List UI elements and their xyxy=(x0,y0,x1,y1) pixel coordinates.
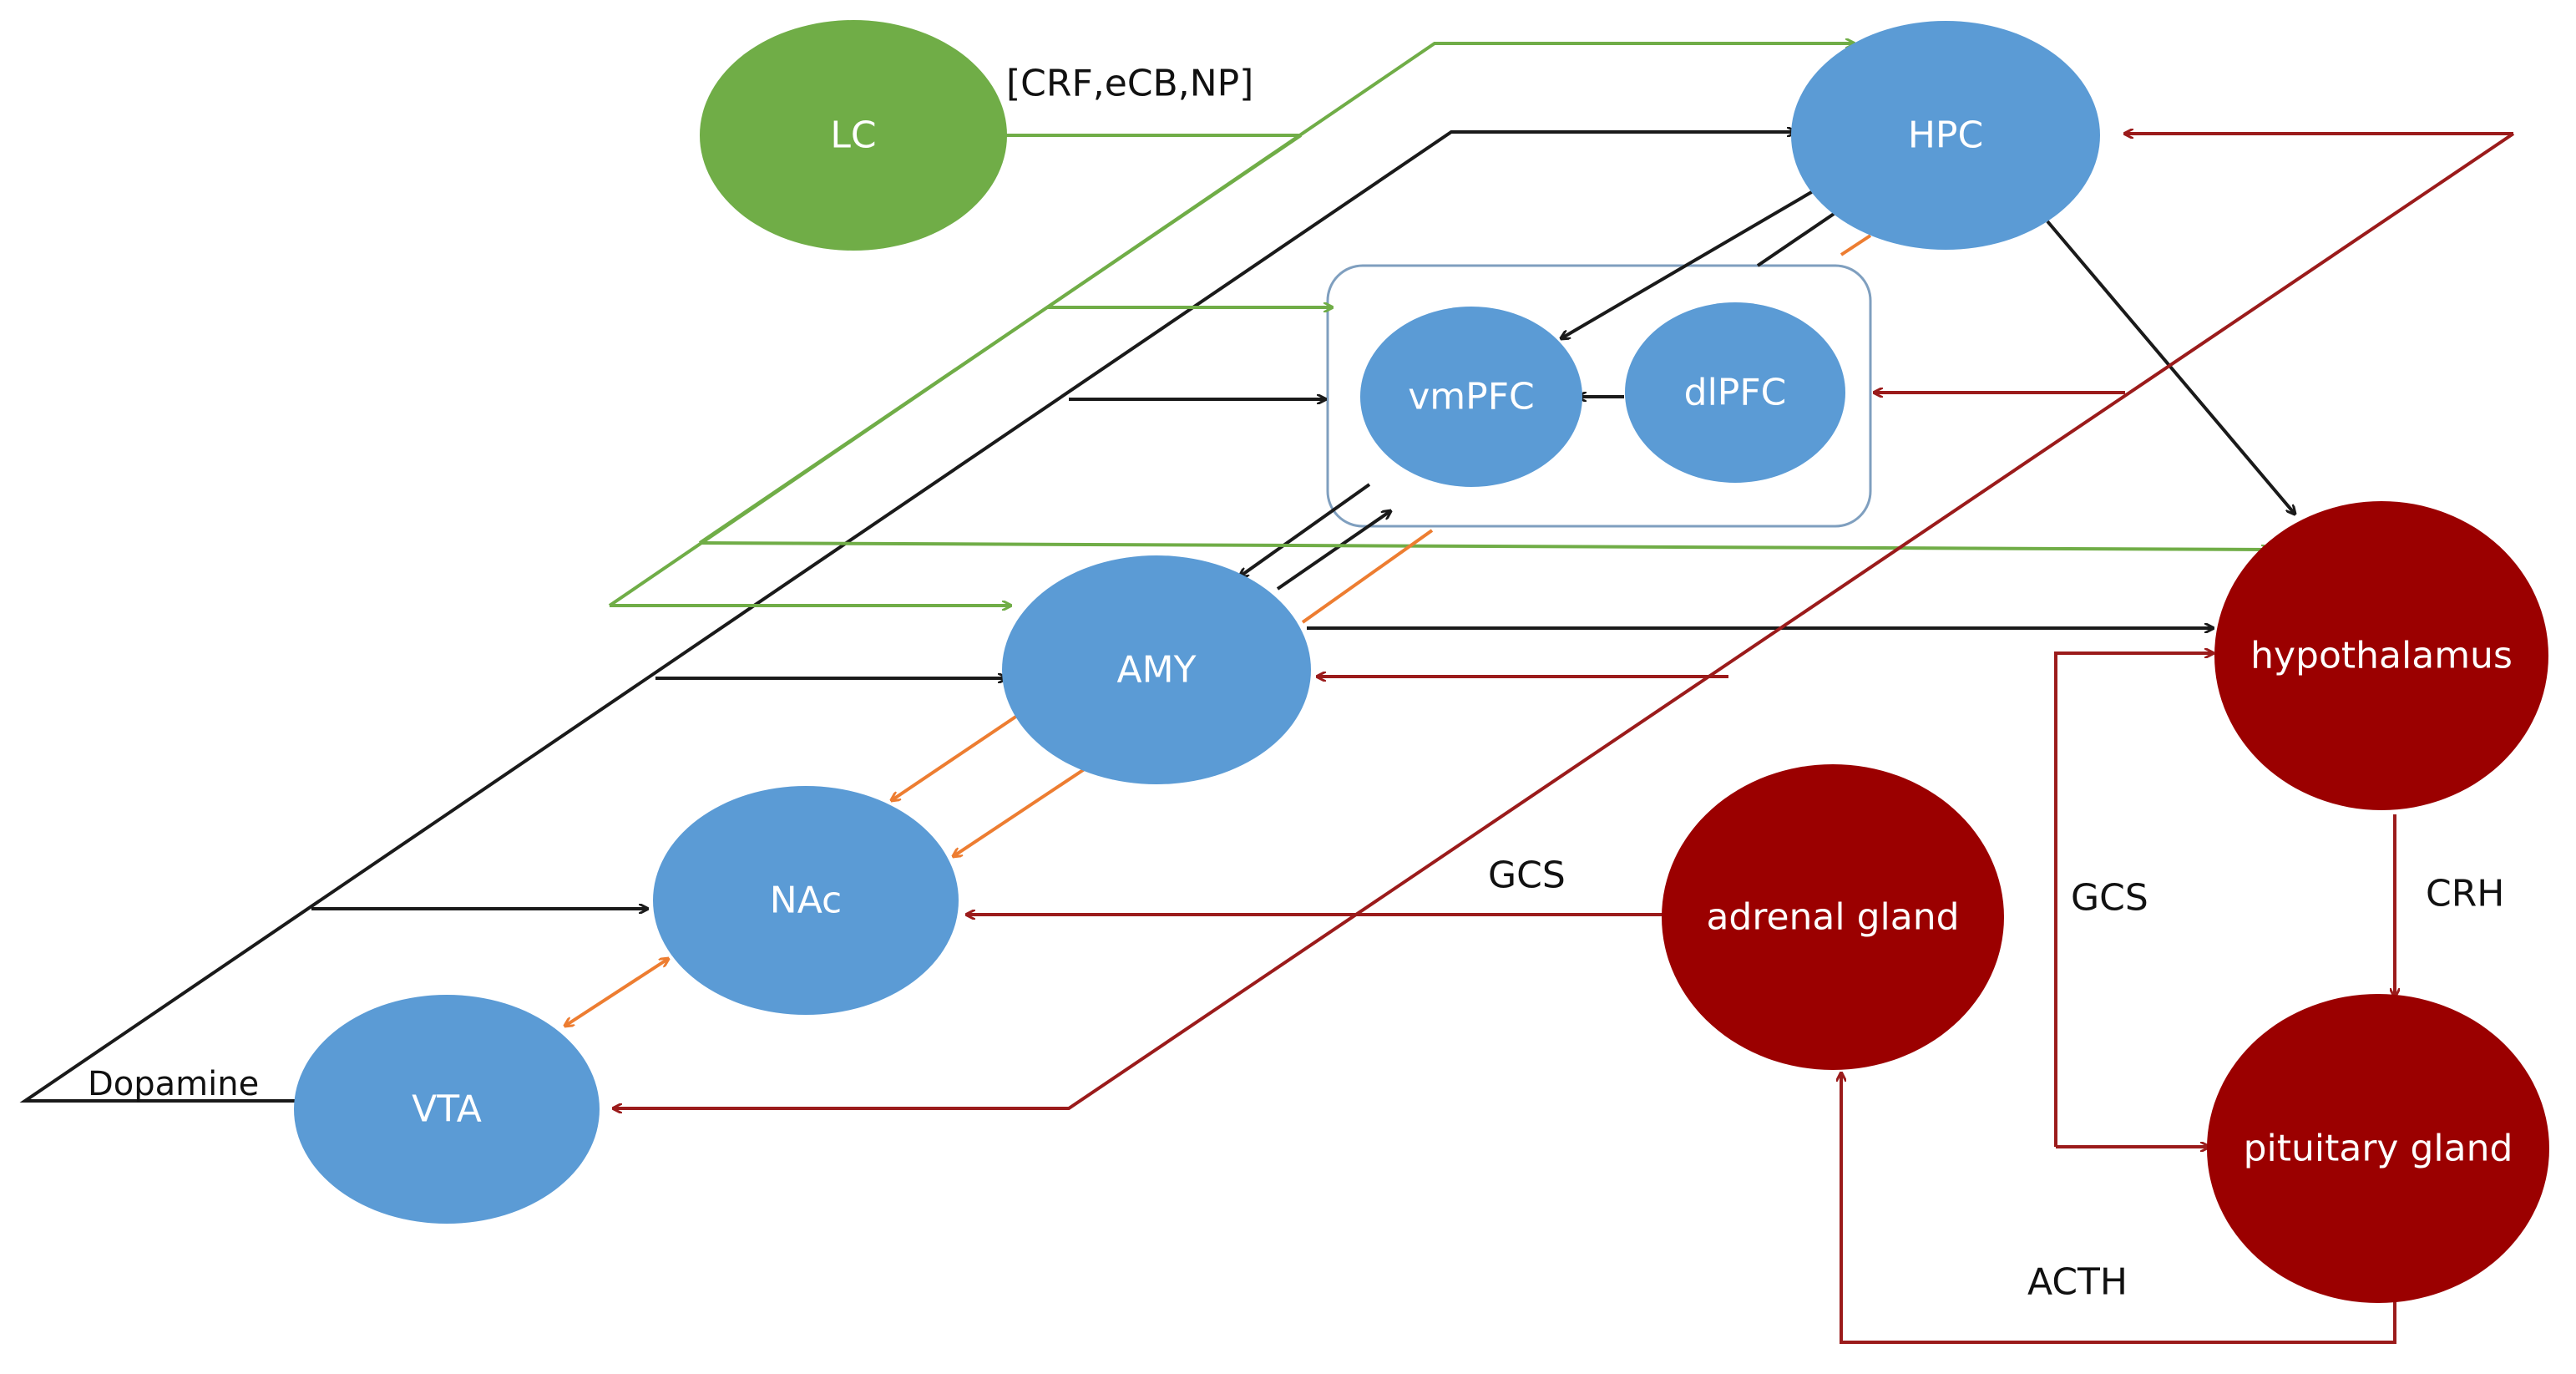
node-hpc[interactable]: HPC xyxy=(1791,21,2100,250)
nac-vta-orange xyxy=(565,959,668,1026)
node-nac[interactable]: NAc xyxy=(653,786,959,1015)
node-hypothalamus[interactable]: hypothalamus xyxy=(2214,501,2548,810)
gcs-to-vta xyxy=(614,132,2515,1108)
node-pituitary-gland[interactable]: pituitary gland xyxy=(2207,994,2549,1303)
hpc-to-hypothalamus xyxy=(2046,220,2295,514)
node-lc[interactable]: LC xyxy=(700,20,1007,251)
lc-to-hypothalamus xyxy=(699,541,2270,550)
dopamine-spine xyxy=(19,132,1795,1103)
node-hpc-label: HPC xyxy=(1908,114,1983,157)
acth-label: ACTH xyxy=(2027,1261,2128,1304)
amy-to-nac-orange-2 xyxy=(954,767,1087,856)
node-nac-label: NAc xyxy=(770,880,842,922)
hpc-to-vmpfc xyxy=(1561,186,1820,338)
node-vta[interactable]: VTA xyxy=(294,995,600,1224)
pituitary-to-adrenal xyxy=(1841,1073,2396,1344)
pfc-to-amy-orange xyxy=(1301,529,1434,624)
amy-to-nac-orange-1 xyxy=(892,714,1019,800)
hpc-to-dlpfc xyxy=(1756,207,1843,267)
lc-output-label: [CRF,eCB,NP] xyxy=(1006,63,1253,105)
pfc-box xyxy=(1326,264,1872,528)
lc-inner-line xyxy=(698,134,1303,545)
red-edges xyxy=(614,132,2515,1344)
node-pituitary-label: pituitary gland xyxy=(2244,1128,2513,1170)
node-vmpfc[interactable]: vmPFC xyxy=(1360,307,1582,487)
node-amy[interactable]: AMY xyxy=(1002,555,1311,784)
gcs-feedback-label: GCS xyxy=(2071,877,2148,920)
node-adrenal-label: adrenal gland xyxy=(1706,896,1959,939)
gcs-feedback-to-hypothalamus xyxy=(2054,653,2213,1147)
crh-label: CRH xyxy=(2426,873,2504,915)
node-vta-label: VTA xyxy=(412,1088,482,1131)
orange-edges xyxy=(565,234,1872,1026)
dopamine-label: Dopamine xyxy=(88,1065,259,1103)
amy-to-vmpfc xyxy=(1276,511,1390,591)
node-hypothalamus-label: hypothalamus xyxy=(2250,635,2513,677)
gcs-adrenal-label: GCS xyxy=(1488,854,1566,897)
node-vmpfc-label: vmPFC xyxy=(1408,376,1534,418)
node-adrenal-gland[interactable]: adrenal gland xyxy=(1662,764,2004,1070)
node-amy-label: AMY xyxy=(1117,649,1197,692)
black-edges xyxy=(19,132,2295,1103)
green-edges xyxy=(608,43,2270,606)
hpc-to-pfc-orange xyxy=(1840,234,1872,256)
vmpfc-to-amy xyxy=(1240,483,1371,576)
node-dlpfc[interactable]: dlPFC xyxy=(1625,302,1845,483)
node-dlpfc-label: dlPFC xyxy=(1684,372,1787,414)
node-lc-label: LC xyxy=(830,114,876,157)
